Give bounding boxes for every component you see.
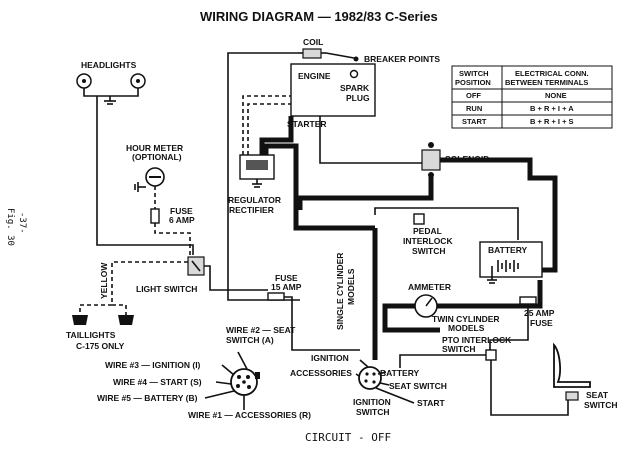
battery-label: BATTERY xyxy=(488,245,528,255)
engine-label: ENGINE xyxy=(298,71,331,81)
taillight-icon xyxy=(72,315,88,325)
taillights-label: TAILLIGHTS xyxy=(66,330,116,340)
seat-switch-label: SWITCH xyxy=(584,400,618,410)
pto-interlock-switch-icon xyxy=(485,349,497,361)
hour-meter-icon xyxy=(145,167,165,187)
ignition-switch-label-2: SWITCH xyxy=(356,407,390,417)
table-cell: B + R + I + S xyxy=(530,117,574,126)
circuit-status-label: CIRCUIT - OFF xyxy=(305,431,391,444)
fuse-6amp-rating: 6 AMP xyxy=(169,215,195,225)
pedal-label: PEDAL xyxy=(413,226,442,236)
ignition-switch-label: IGNITION xyxy=(353,397,391,407)
pto-switch-label: SWITCH xyxy=(442,344,476,354)
wire5-label: WIRE #5 — BATTERY (B) xyxy=(97,393,198,403)
ground-icon xyxy=(487,266,497,284)
light-switch-icon xyxy=(187,256,205,276)
plug-label: PLUG xyxy=(346,93,370,103)
fuse-icon xyxy=(150,208,160,224)
fuse-25amp-label: FUSE xyxy=(530,318,553,328)
start-terminal-label: START xyxy=(417,398,446,408)
fuse-25amp-rating: 25 AMP xyxy=(524,308,555,318)
page-number: -37- xyxy=(17,212,27,234)
battery-icon xyxy=(497,260,519,272)
coil-label: COIL xyxy=(303,37,323,47)
c175-only-label: C-175 ONLY xyxy=(76,341,125,351)
wire2-label: WIRE #2 — SEAT xyxy=(226,325,296,335)
ammeter-label: AMMETER xyxy=(408,282,451,292)
pedal-switch-label: SWITCH xyxy=(412,246,446,256)
figure-number: Fig. 30 xyxy=(5,208,15,246)
table-cell: START xyxy=(462,117,487,126)
spark-plug-icon xyxy=(349,69,359,79)
breaker-points-label: BREAKER POINTS xyxy=(364,54,440,64)
seat-label: SEAT xyxy=(586,390,609,400)
coil-icon xyxy=(298,48,326,59)
single-cylinder-models-label: MODELS xyxy=(346,268,356,305)
seat-switch-terminal-label: SEAT SWITCH xyxy=(389,381,447,391)
table-header-electrical: ELECTRICAL CONN. xyxy=(515,69,589,78)
seat-icon xyxy=(553,342,591,388)
ground-icon xyxy=(104,96,116,105)
ground-icon xyxy=(134,182,146,192)
battery-terminal-label: BATTERY xyxy=(380,368,420,378)
table-cell: NONE xyxy=(545,91,567,100)
headlight-icon xyxy=(130,73,146,89)
fuse-icon xyxy=(519,296,537,305)
table-header-position: POSITION xyxy=(455,78,491,87)
headlights-label: HEADLIGHTS xyxy=(81,60,137,70)
taillight-icon xyxy=(118,315,134,325)
spark-label: SPARK xyxy=(340,83,370,93)
rectifier-label: RECTIFIER xyxy=(229,205,274,215)
breaker-points-icon xyxy=(353,56,359,62)
table-cell: OFF xyxy=(466,91,481,100)
regulator-label: REGULATOR xyxy=(228,195,281,205)
single-cylinder-label: SINGLE CYLINDER xyxy=(335,253,345,330)
diagram-title: WIRING DIAGRAM — 1982/83 C-Series xyxy=(200,9,438,24)
table-header-terminals: BETWEEN TERMINALS xyxy=(505,78,588,87)
regulator-rectifier-icon xyxy=(239,154,275,188)
fuse-icon xyxy=(267,292,285,301)
hour-meter-label: HOUR METER xyxy=(126,143,183,153)
wire1-label: WIRE #1 — ACCESSORIES (R) xyxy=(188,410,311,420)
solenoid-icon xyxy=(421,142,441,178)
table-cell: RUN xyxy=(466,104,482,113)
ignition-key-switch-icon xyxy=(230,368,260,396)
ignition-terminal-label: IGNITION xyxy=(311,353,349,363)
seat-switch-icon xyxy=(565,391,579,401)
wire4-label: WIRE #4 — START (S) xyxy=(113,377,202,387)
fuse-6amp-label: FUSE xyxy=(170,206,193,216)
pedal-interlock-switch-icon xyxy=(413,213,425,225)
fuse-15amp-label: FUSE xyxy=(275,273,298,283)
optional-label: (OPTIONAL) xyxy=(132,152,182,162)
wire3-label: WIRE #3 — IGNITION (I) xyxy=(105,360,201,370)
fuse-15amp-rating: 15 AMP xyxy=(271,282,302,292)
light-switch-label: LIGHT SWITCH xyxy=(136,284,197,294)
switch-position-table: SWITCH POSITION ELECTRICAL CONN. BETWEEN… xyxy=(451,65,613,129)
pto-interlock-label: PTO INTERLOCK xyxy=(442,335,512,345)
battery-box xyxy=(479,241,543,278)
table-header-switch: SWITCH xyxy=(459,69,489,78)
wire2-label-2: SWITCH (A) xyxy=(226,335,274,345)
ignition-switch-icon xyxy=(358,366,382,390)
headlight-icon xyxy=(76,73,92,89)
twin-cylinder-models-label: MODELS xyxy=(448,323,485,333)
twin-cylinder-label: TWIN CYLINDER xyxy=(432,314,500,324)
starter-label: STARTER xyxy=(287,119,327,129)
yellow-wire-label: YELLOW xyxy=(99,262,109,299)
interlock-label: INTERLOCK xyxy=(403,236,453,246)
accessories-terminal-label: ACCESSORIES xyxy=(290,368,352,378)
table-cell: B + R + I + A xyxy=(530,104,574,113)
engine-box xyxy=(290,63,376,117)
